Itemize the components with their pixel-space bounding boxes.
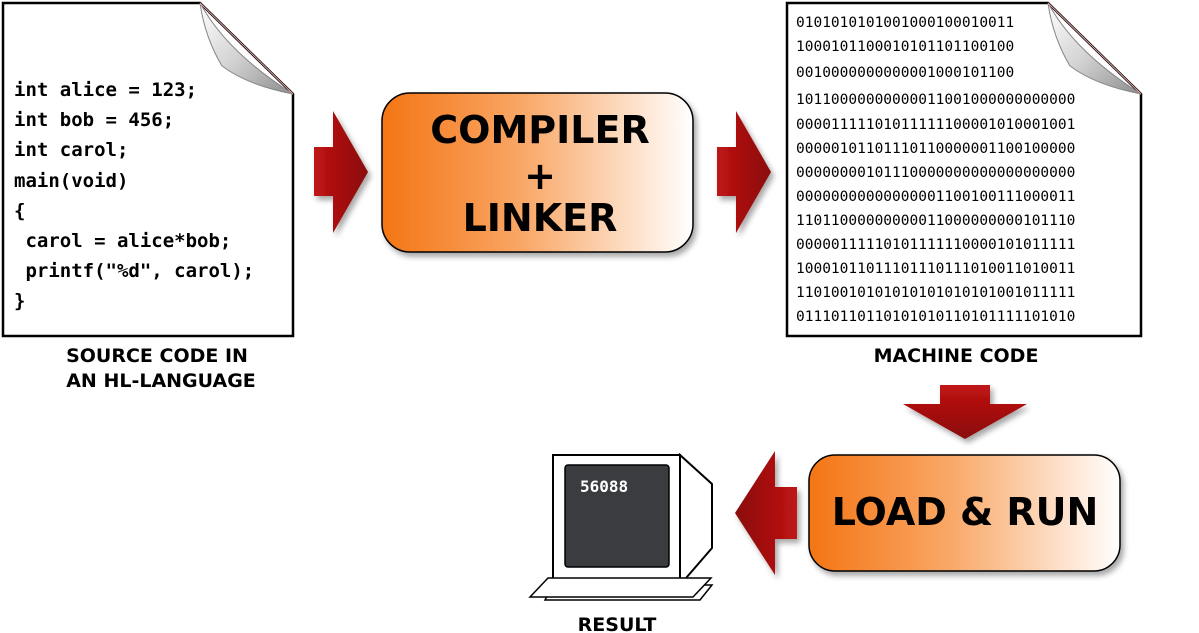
machine-line: 10001011011101110111010011010011 [796,261,1075,277]
machine-line: 11010010101010101010101001011111 [796,285,1075,301]
machine-code-document: 0101010101001000100010011 10001011000101… [785,1,1143,367]
compiler-label: COMPILER [430,108,649,152]
page-curl-icon [1047,2,1142,95]
machine-line: 00000000101110000000000000000000 [796,165,1075,181]
source-page [1,1,295,338]
computer-monitor-icon: 56088 RESULT [528,452,714,633]
machine-code-caption: MACHINE CODE [874,345,1039,367]
machine-page [785,1,1143,338]
arrow-right-icon [717,111,771,233]
source-line: carol = alice*bob; [14,230,231,252]
source-caption-line1: SOURCE CODE IN [66,345,248,367]
source-line: } [14,290,25,312]
linker-label: LINKER [463,196,618,240]
source-line: { [14,200,25,222]
source-caption-line2: AN HL-LANGUAGE [66,370,256,392]
machine-code-lines: 0101010101001000100010011 10001011000101… [796,15,1075,325]
machine-line: 0101010101001000100010011 [796,15,1014,31]
screen-value: 56088 [580,477,628,496]
keyboard [528,577,713,598]
source-code-lines: int alice = 123; int bob = 456; int caro… [14,79,254,312]
source-line: int alice = 123; [14,79,197,101]
page-curl-icon [199,2,294,95]
plus-label: + [524,154,556,198]
arrow-right-icon [314,111,368,233]
load-run-label: LOAD & RUN [832,490,1099,534]
source-line: int carol; [14,139,128,161]
machine-line: 00001111101011111100001010001001 [796,117,1075,133]
source-code-document: int alice = 123; int bob = 456; int caro… [1,1,295,392]
source-line: printf("%d", carol); [14,260,254,282]
source-line: int bob = 456; [14,109,174,131]
machine-line: 00000101101110110000001100100000 [796,141,1075,157]
load-run-box: LOAD & RUN [808,454,1121,572]
arrow-down-icon [903,385,1027,439]
machine-line: 10110000000000011001000000000000 [796,92,1075,108]
arrow-left-icon [735,451,797,575]
compiler-linker-box: COMPILER + LINKER [381,92,694,253]
result-caption: RESULT [578,614,657,633]
machine-line: 00000111110101111110000101011111 [796,237,1075,253]
machine-line: 00000000000000001100100111000011 [796,189,1075,205]
monitor-back [679,452,713,588]
machine-line: 11011000000000011000000000101110 [796,213,1075,229]
source-line: main(void) [14,170,128,192]
machine-line: 01110110110101010110101111101010 [796,309,1075,325]
monitor-screen [564,464,670,568]
machine-line: 1000101100010101101100100 [796,39,1014,55]
machine-line: 0010000000000001000101100 [796,65,1014,81]
